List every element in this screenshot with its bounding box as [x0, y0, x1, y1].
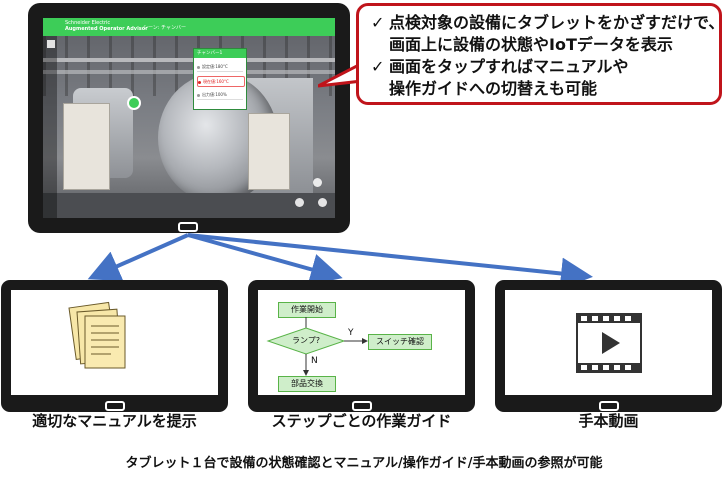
home-button[interactable]	[105, 401, 125, 411]
home-button[interactable]	[178, 222, 198, 232]
caption-manual: 適切なマニュアルを提示	[32, 412, 197, 430]
zoom-icon[interactable]	[318, 198, 327, 207]
flow-decision-label: ランプ?	[291, 336, 320, 345]
camera-icon[interactable]	[313, 178, 322, 187]
home-icon[interactable]	[47, 40, 55, 48]
arrow-to-manual	[87, 233, 189, 281]
app-sidebar	[43, 36, 57, 218]
ar-screen[interactable]: Schneider Electric Augmented Operator Ad…	[43, 18, 335, 218]
flow-step-start: 作業開始	[278, 302, 336, 318]
ar-info-card[interactable]: チャンバー1 設定値:180°C 現在値:160°C 出力値:100%	[193, 48, 247, 110]
floor	[43, 193, 335, 218]
flow-yes-label: Y	[348, 328, 354, 338]
figure-caption: タブレット１台で設備の状態確認とマニュアル/操作ガイド/手本動画の参照が可能	[125, 456, 603, 471]
arrow-to-guide	[187, 233, 343, 285]
branch-arrows	[87, 233, 593, 290]
flow-step-no: 部品交換	[278, 376, 336, 392]
bullet-icon	[197, 93, 200, 97]
video-screen[interactable]	[505, 290, 712, 395]
callout-line-1: ✓点検対象の設備にタブレットをかざすだけで、	[371, 13, 725, 32]
caption-video: 手本動画	[578, 412, 639, 430]
brand-name: Schneider Electric	[65, 20, 111, 26]
ar-card-title: チャンバー1	[194, 49, 246, 58]
settings-icon[interactable]	[295, 198, 304, 207]
caption-guide: ステップごとの作業ガイド	[271, 412, 452, 430]
flow-connectors	[266, 317, 368, 376]
play-icon	[602, 332, 620, 354]
manual-screen[interactable]	[11, 290, 218, 395]
guide-screen[interactable]: 作業開始 ランプ? Y N スイッチ確認 部品交換	[258, 290, 465, 395]
home-button[interactable]	[599, 401, 619, 411]
ar-row-current: 現在値:160°C	[197, 76, 245, 87]
arrow-to-video	[187, 233, 593, 290]
app-header: Schneider Electric Augmented Operator Ad…	[43, 18, 335, 36]
ar-row-output: 出力値:100%	[197, 90, 243, 100]
location-pin-icon[interactable]	[127, 96, 141, 110]
product-name: Augmented Operator Advisor	[65, 26, 148, 32]
home-button[interactable]	[352, 401, 372, 411]
callout-line-3: ✓画面をタップすればマニュアルや	[371, 57, 629, 76]
alert-icon	[198, 80, 201, 84]
app-logo: Schneider Electric Augmented Operator Ad…	[65, 20, 148, 32]
callout-line-4: 操作ガイドへの切替えも可能	[389, 79, 598, 98]
flow-no-label: N	[311, 356, 318, 366]
control-panel-left	[63, 103, 110, 190]
pipe	[43, 70, 335, 74]
callout-box: ✓点検対象の設備にタブレットをかざすだけで、 画面上に設備の状態やIoTデータを…	[356, 3, 725, 105]
bullet-icon	[197, 65, 200, 69]
flow-step-yes: スイッチ確認	[368, 334, 432, 350]
documents-icon	[68, 301, 126, 369]
control-panel-right	[248, 113, 290, 190]
scene-name: シーン: チャンバー	[143, 25, 186, 31]
check-icon: ✓	[371, 57, 385, 76]
check-icon: ✓	[371, 13, 385, 32]
pipe	[43, 58, 335, 62]
ar-row-setpoint: 設定値:180°C	[197, 62, 243, 72]
callout-line-2: 画面上に設備の状態やIoTデータを表示	[389, 35, 673, 54]
video-film-icon	[576, 313, 642, 373]
